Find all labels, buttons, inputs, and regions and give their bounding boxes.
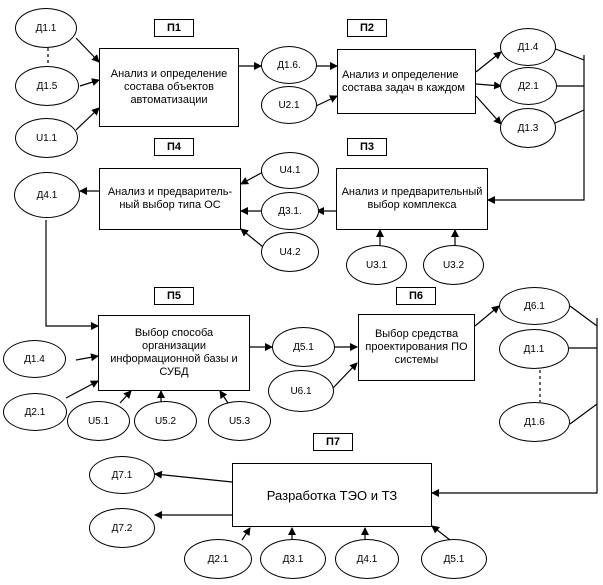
node-d21-left: Д2.1 — [3, 393, 67, 431]
process-p2: Анализ и определение состава задач в каж… — [337, 49, 476, 114]
tag-p6: П6 — [396, 287, 436, 305]
node-u41: U4.1 — [261, 152, 319, 189]
node-d11-top: Д1.1 — [15, 8, 77, 48]
node-d21-bottom: Д2.1 — [184, 539, 252, 579]
node-u21: U2.1 — [261, 86, 317, 124]
node-u42: U4.2 — [261, 232, 319, 272]
node-d72: Д7.2 — [89, 508, 155, 548]
node-d16-right: Д1.6 — [499, 402, 570, 442]
arrow-u11-p1 — [75, 107, 100, 131]
node-d41-bottom: Д4.1 — [335, 539, 399, 579]
node-u52: U5.2 — [134, 401, 197, 441]
process-p4: Анализ и предваритель­ный выбор типа ОС — [99, 168, 241, 230]
arrow-u53-p5 — [219, 390, 229, 404]
arrow-u51-p5 — [119, 390, 132, 404]
arrow-p2-d14 — [475, 51, 502, 73]
node-d41-left: Д4.1 — [14, 172, 80, 218]
node-d51-bottom: Д5.1 — [421, 539, 487, 579]
arrow-u61-p6 — [332, 362, 358, 389]
arrow-d21-p7 — [241, 527, 251, 541]
node-d11-right: Д1.1 — [499, 329, 569, 369]
tag-p5: П5 — [154, 287, 194, 305]
node-d21-right: Д2.1 — [500, 67, 557, 105]
process-p7: Разработка ТЭО и ТЗ — [232, 463, 432, 527]
tag-p2: П2 — [347, 19, 387, 37]
node-u11: U1.1 — [15, 118, 78, 158]
arrow-u42-p4 — [240, 228, 264, 248]
tag-p4: П4 — [154, 138, 194, 156]
tag-p3: П3 — [347, 138, 387, 156]
process-p3: Анализ и предварительный выбор комплекса — [336, 168, 488, 230]
process-p5: Выбор способа организации информационной… — [98, 315, 250, 391]
arrow-d15-p1 — [79, 78, 100, 87]
arrow-d51-p7 — [431, 525, 451, 541]
arrow-u21-p2 — [315, 95, 338, 107]
arrow-bracket-p3 — [487, 55, 585, 204]
node-u31: U3.1 — [346, 245, 407, 285]
arrow-bracket-p7 — [431, 318, 598, 497]
node-d13: Д1.3 — [500, 108, 556, 148]
node-d51-mid: Д5.1 — [272, 327, 335, 367]
arrow-p6-d61 — [474, 305, 500, 327]
arrow-p7-d71 — [154, 470, 233, 483]
tag-p7: П7 — [313, 433, 353, 451]
arrow-d11-p1 — [75, 37, 100, 63]
node-u53: U5.3 — [208, 401, 271, 441]
arrow-u41-p4 — [240, 171, 264, 185]
node-d31-mid: Д3.1. — [261, 192, 319, 230]
node-d15: Д1.5 — [15, 66, 79, 106]
node-u61: U6.1 — [268, 370, 334, 412]
tag-p1: П1 — [154, 19, 194, 37]
node-u51: U5.1 — [67, 401, 130, 441]
process-p1: Анализ и определение состава объектов ав… — [99, 48, 239, 127]
node-u32: U3.2 — [423, 245, 484, 285]
process-p6: Выбор средства проектирования ПО системы — [358, 314, 475, 381]
arrow-d41-p5 — [45, 220, 99, 330]
arrow-p2-d21 — [475, 81, 502, 90]
arrow-d21-p5 — [65, 380, 99, 399]
node-d14-left: Д1.4 — [3, 340, 66, 378]
node-d61: Д6.1 — [499, 287, 570, 325]
arrow-p2-d13 — [475, 95, 502, 125]
node-d31-bottom: Д3.1 — [260, 539, 326, 579]
node-d16-p1: Д1.6. — [261, 46, 317, 84]
arrow-d14-p5 — [75, 353, 99, 362]
node-d14-right: Д1.4 — [500, 28, 556, 66]
node-d71: Д7.1 — [89, 456, 155, 494]
